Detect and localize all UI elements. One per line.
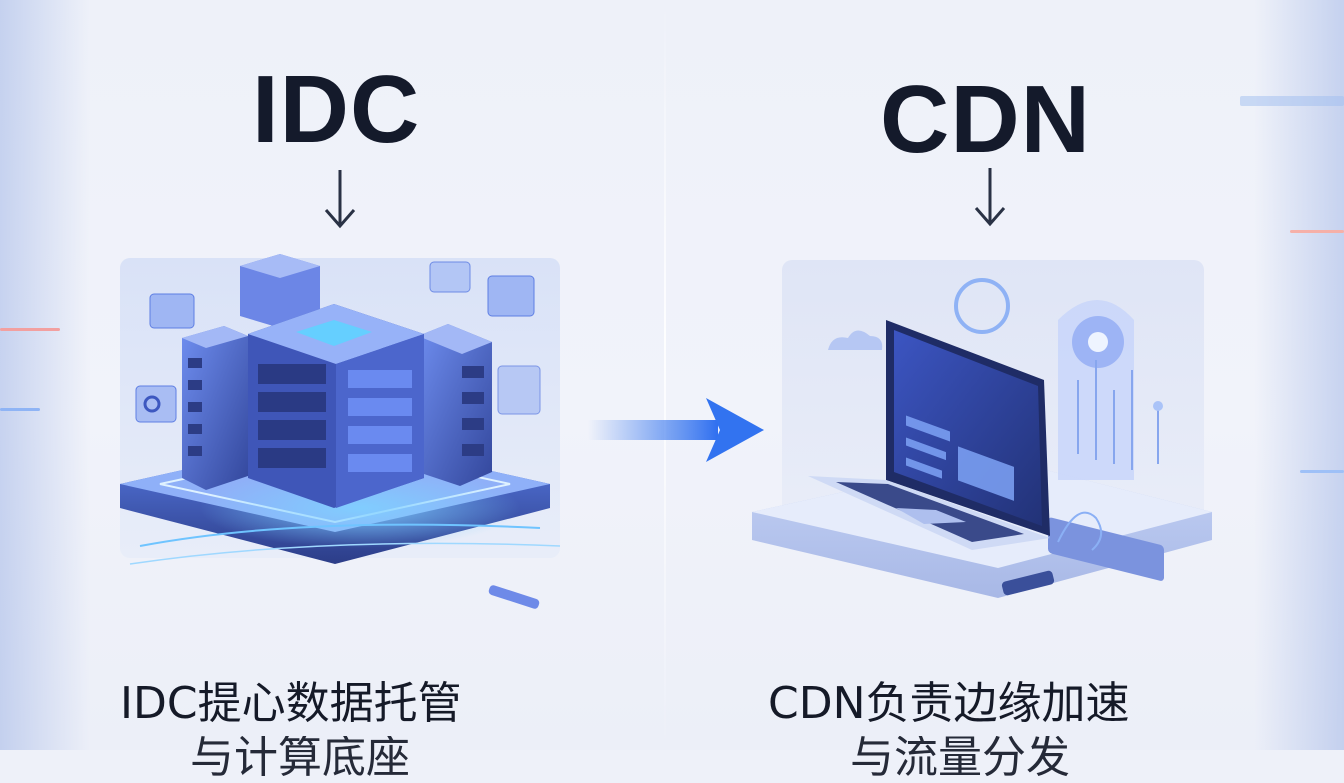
right-edge-glow xyxy=(1254,0,1344,750)
idc-title: IDC xyxy=(252,56,421,163)
laptop-edge-illustration xyxy=(752,260,1212,598)
decor-bar xyxy=(1290,230,1344,233)
idc-caption-line2: 与计算底座 xyxy=(190,732,410,783)
cdn-caption-line1: CDN负责边缘加速 xyxy=(768,678,1130,729)
decor-bar xyxy=(0,408,40,411)
cdn-caption-line2: 与流量分发 xyxy=(850,732,1070,783)
cdn-title: CDN xyxy=(880,66,1091,173)
decor-bar xyxy=(1240,96,1344,106)
left-edge-glow xyxy=(0,0,90,750)
center-divider xyxy=(664,0,666,750)
decor-bar xyxy=(0,328,60,331)
server-stack-illustration xyxy=(120,254,561,609)
decor-bar xyxy=(1300,470,1344,473)
down-arrow-icon xyxy=(324,170,356,229)
right-arrow-icon xyxy=(588,398,764,462)
down-arrow-icon xyxy=(974,168,1006,227)
idc-caption-line1: IDC提心数据托管 xyxy=(120,678,462,729)
